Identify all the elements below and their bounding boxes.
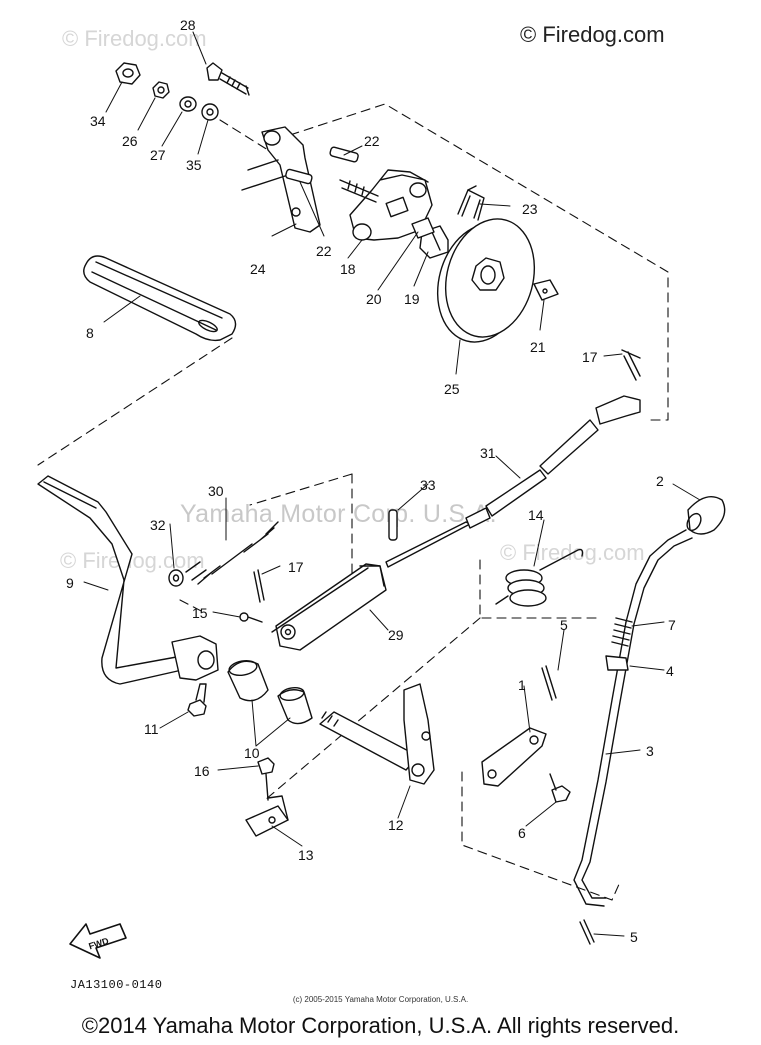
part-8-grip xyxy=(83,255,237,342)
part-10-bushings xyxy=(227,659,313,725)
label-13: 13 xyxy=(298,847,314,863)
label-33: 33 xyxy=(420,477,436,493)
label-24: 24 xyxy=(250,261,266,277)
part-26-nut xyxy=(152,81,170,99)
part-23-clip xyxy=(457,185,485,221)
label-5-upper: 5 xyxy=(560,617,568,633)
part-35-washer xyxy=(201,103,219,121)
label-11: 11 xyxy=(144,721,159,737)
label-6: 6 xyxy=(518,825,526,841)
label-31: 31 xyxy=(480,445,496,461)
diagram-code: JA13100-0140 xyxy=(70,978,163,992)
part-12-cross-shaft xyxy=(319,683,435,785)
label-1: 1 xyxy=(518,677,526,693)
label-17-lower: 17 xyxy=(288,559,304,575)
part-25-brake-disc xyxy=(436,218,536,343)
label-14: 14 xyxy=(528,507,544,523)
part-17-cotter-pin xyxy=(621,349,641,381)
part-16-bolt xyxy=(257,757,275,801)
part-34-nut xyxy=(115,62,141,85)
part-4-collar xyxy=(605,655,629,671)
footer-copyright: ©2014 Yamaha Motor Corporation, U.S.A. A… xyxy=(81,1013,680,1038)
label-5-lower: 5 xyxy=(630,929,638,945)
watermark-center: Yamaha Motor Corp. U.S.A. xyxy=(180,500,497,528)
label-34: 34 xyxy=(90,113,106,129)
label-22-top: 22 xyxy=(364,133,380,149)
part-5-cotter-pin-upper xyxy=(541,665,557,701)
label-27: 27 xyxy=(150,147,166,163)
label-16: 16 xyxy=(194,763,210,779)
part-9-pedal-arm xyxy=(37,475,219,685)
part-17-cotter-pin-lower xyxy=(253,569,265,603)
label-18: 18 xyxy=(340,261,356,277)
label-19: 19 xyxy=(404,291,420,307)
part-number-labels: 28 34 26 27 35 22 22 23 24 18 20 19 8 21… xyxy=(66,17,676,951)
part-14-return-spring xyxy=(495,548,584,607)
part-13-bracket xyxy=(245,795,289,837)
part-11-bolt xyxy=(187,683,207,717)
label-35: 35 xyxy=(186,157,202,173)
watermark-faint-mid-left: © Firedog.com xyxy=(60,548,205,573)
label-4: 4 xyxy=(666,663,674,679)
label-8: 8 xyxy=(86,325,94,341)
part-28-bolt xyxy=(206,62,250,96)
part-5-cotter-pin-lower xyxy=(579,919,595,945)
part-3-shift-rod xyxy=(573,529,693,907)
label-21: 21 xyxy=(530,339,546,355)
fwd-arrow-icon xyxy=(69,923,127,959)
part-1-lever-plate xyxy=(481,727,547,787)
small-copyright: (c) 2005-2015 Yamaha Motor Corporation, … xyxy=(292,995,469,1004)
label-12: 12 xyxy=(388,817,404,833)
part-7-spring xyxy=(611,617,633,647)
part-29-pedal-bracket xyxy=(271,563,387,651)
part-27-washer xyxy=(179,96,197,112)
label-22-bottom: 22 xyxy=(316,243,332,259)
label-9: 9 xyxy=(66,575,74,591)
part-30-spring xyxy=(185,521,279,585)
watermark-top-right: © Firedog.com xyxy=(520,22,665,47)
label-29: 29 xyxy=(388,627,404,643)
watermark-faint-top-left: © Firedog.com xyxy=(62,26,207,51)
part-6-bolt xyxy=(549,773,571,803)
label-26: 26 xyxy=(122,133,138,149)
label-15: 15 xyxy=(192,605,208,621)
label-10: 10 xyxy=(244,745,260,761)
label-28: 28 xyxy=(180,17,196,33)
leader-lines xyxy=(83,31,701,937)
part-33-pin xyxy=(388,509,398,541)
label-32: 32 xyxy=(150,517,166,533)
label-3: 3 xyxy=(646,743,654,759)
label-30: 30 xyxy=(208,483,224,499)
label-20: 20 xyxy=(366,291,382,307)
label-23: 23 xyxy=(522,201,538,217)
part-2-knob xyxy=(686,496,726,535)
part-15-pin xyxy=(239,612,263,623)
label-25: 25 xyxy=(444,381,460,397)
part-32-washer xyxy=(168,569,184,587)
label-17-top: 17 xyxy=(582,349,598,365)
label-2: 2 xyxy=(656,473,664,489)
label-7: 7 xyxy=(668,617,676,633)
part-21-pad xyxy=(533,279,559,301)
part-31-brake-rod xyxy=(385,395,641,568)
